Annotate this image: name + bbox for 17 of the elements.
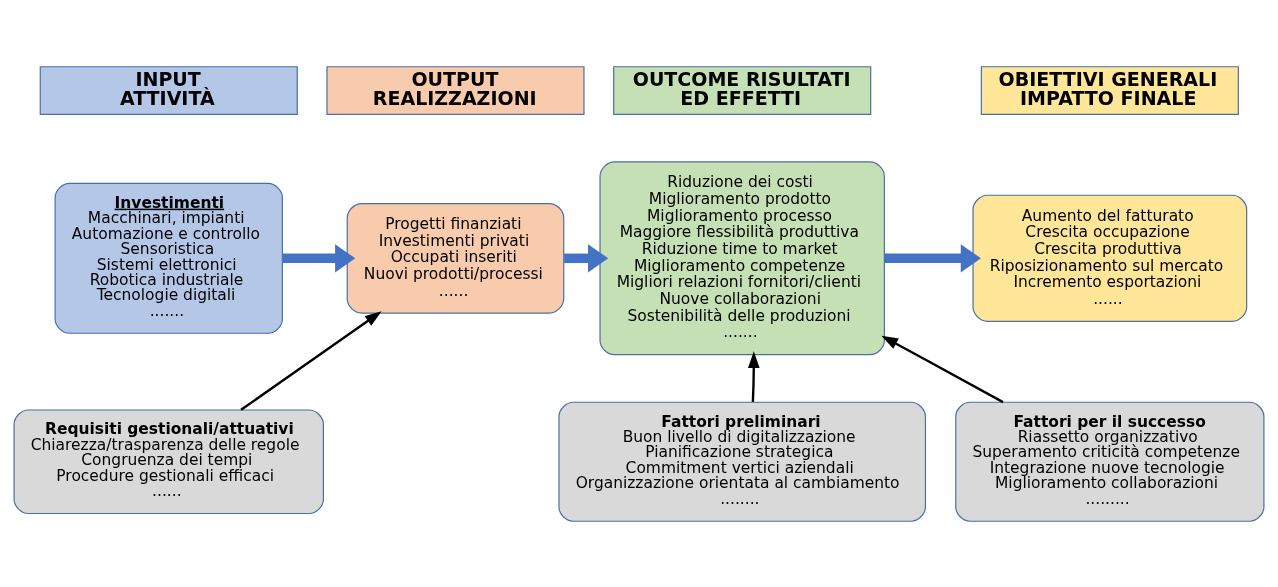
- node-box: Riduzione dei costi Miglioramento prodotto Miglioramento processo Maggiore flessibilità produttiva Riduzione time to market Miglioramento competenze Migliori relazioni fornitori/clienti Nuove collaborazioni Sostenibilità delle produzioni .......: [599, 160, 885, 355]
- arrow: [747, 350, 760, 402]
- node-box: OUTCOME RISULTATI ED EFFETTI: [613, 65, 872, 115]
- node-box: INPUT ATTIVITÀ: [39, 65, 298, 115]
- node-box: Requisiti gestionali/attuativi Chiarezza/trasparenza delle regole Congruenza dei tempi Procedure gestionali efficaci ......: [13, 408, 324, 514]
- arrow: [884, 243, 981, 272]
- node-box: Fattori preliminari Buon livello di digitalizzazione Pianificazione strategica Commitment vertici aziendali Organizzazione orientata al cambiamento ........: [558, 401, 927, 522]
- arrow: [564, 243, 609, 272]
- node-box: Investimenti Macchinari, impianti Automazione e controllo Sensoristica Sistemi elettronici Robotica industriale Tecnologie digitali .......: [54, 182, 283, 334]
- arrow: [240, 310, 382, 411]
- node-box: OUTPUT REALIZZAZIONI: [326, 65, 585, 115]
- node-box: Progetti finanziati Investimenti privati Occupati inseriti Nuovi prodotti/processi ......: [346, 202, 565, 314]
- node-box: Aumento del fatturato Crescita occupazione Crescita produttiva Riposizionamento sul mercato Incremento esportazioni ......: [972, 194, 1248, 322]
- node-box: Fattori per il successo Riassetto organizzativo Superamento criticità competenze Integrazione nuove tecnologie Miglioramento collaborazioni .........: [955, 401, 1265, 522]
- arrow: [282, 243, 356, 272]
- arrow: [881, 335, 1004, 403]
- node-box: OBIETTIVI GENERALI IMPATTO FINALE: [980, 65, 1239, 115]
